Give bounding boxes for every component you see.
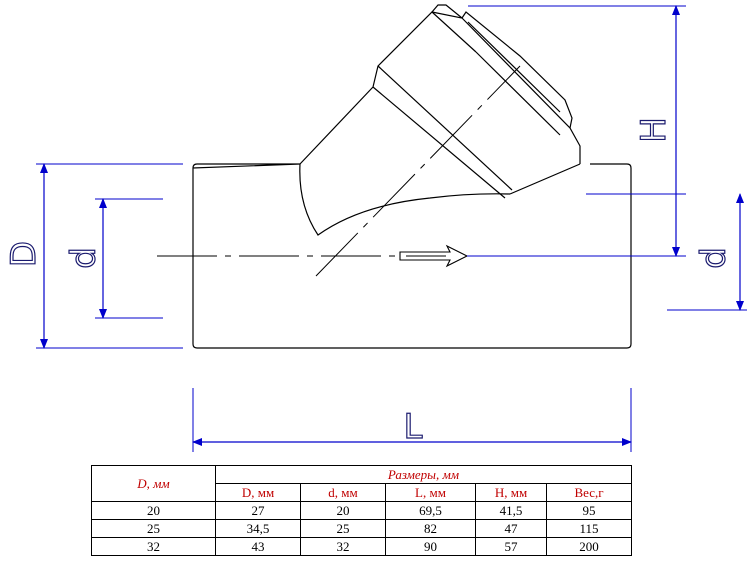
extension-lines bbox=[36, 5, 747, 452]
flow-arrow bbox=[399, 244, 469, 268]
table-cell: 90 bbox=[385, 537, 476, 556]
group-header: Размеры, мм bbox=[215, 465, 632, 484]
table-row: 20 27 20 69,5 41,5 95 bbox=[91, 501, 632, 520]
pipe-body bbox=[192, 163, 632, 349]
filter-drawing: D d L H d bbox=[3, 4, 747, 452]
table-cell: 32 bbox=[300, 537, 386, 556]
table-cell: 27 bbox=[215, 501, 301, 520]
strainer-branch bbox=[299, 4, 581, 236]
table-cell: 69,5 bbox=[385, 501, 476, 520]
centerlines bbox=[157, 65, 521, 277]
table-cell: 32 bbox=[91, 537, 216, 556]
dimension-label-d-right: d bbox=[694, 247, 734, 269]
dimension-label-d-left: d bbox=[64, 247, 104, 269]
dimensions-table: D, мм Размеры, мм D, мм d, мм L, мм H, м… bbox=[91, 465, 632, 556]
column-header: Вес,г bbox=[546, 483, 632, 502]
table-cell: 200 bbox=[546, 537, 632, 556]
dn-header: D, мм bbox=[91, 465, 216, 502]
column-header: D, мм bbox=[215, 483, 301, 502]
table-row: 25 34,5 25 82 47 115 bbox=[91, 519, 632, 538]
table-cell: 34,5 bbox=[215, 519, 301, 538]
column-header: L, мм bbox=[385, 483, 476, 502]
table-cell: 41,5 bbox=[475, 501, 547, 520]
table-cell: 82 bbox=[385, 519, 476, 538]
table-cell: 20 bbox=[91, 501, 216, 520]
table-cell: 20 bbox=[300, 501, 386, 520]
dimension-label-D: D bbox=[4, 241, 44, 267]
table-cell: 57 bbox=[475, 537, 547, 556]
table-cell: 25 bbox=[300, 519, 386, 538]
dimension-label-H: H bbox=[634, 117, 674, 143]
dimension-label-L: L bbox=[404, 407, 423, 447]
column-header: d, мм bbox=[300, 483, 386, 502]
table-cell: 25 bbox=[91, 519, 216, 538]
table-cell: 47 bbox=[475, 519, 547, 538]
table-row: 32 43 32 90 57 200 bbox=[91, 537, 632, 556]
table-cell: 95 bbox=[546, 501, 632, 520]
dimension-lines bbox=[40, 5, 744, 446]
table-header-row: D, мм Размеры, мм bbox=[91, 465, 632, 502]
table-cell: 115 bbox=[546, 519, 632, 538]
table-cell: 43 bbox=[215, 537, 301, 556]
column-header: H, мм bbox=[475, 483, 547, 502]
